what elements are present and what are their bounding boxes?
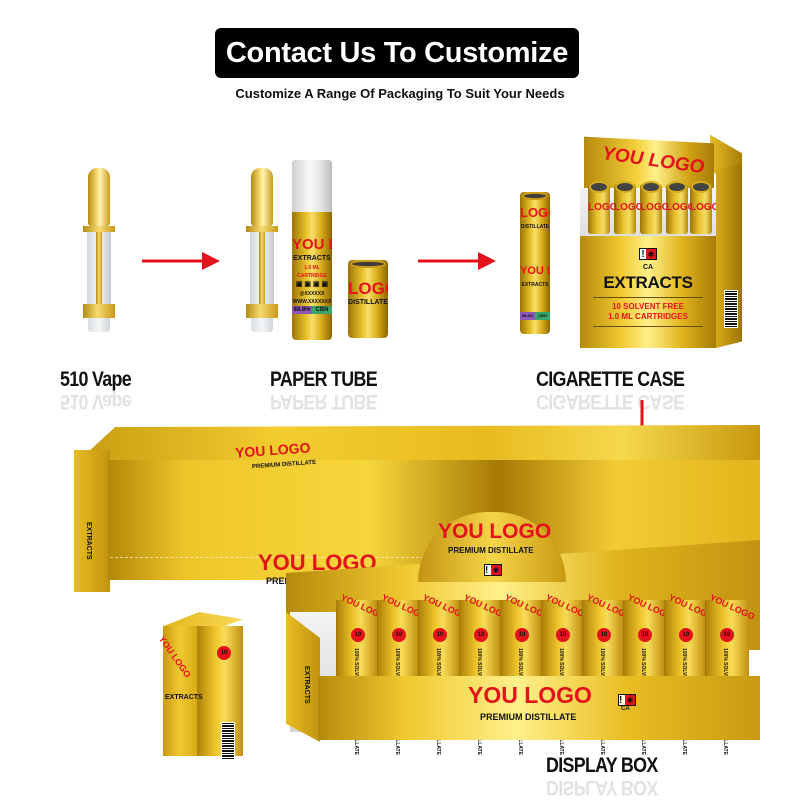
- display-box-side: EXTRACTS: [286, 612, 320, 742]
- thc-badge: 88.8%: [520, 312, 535, 320]
- shipping-side-text: EXTRACTS: [85, 522, 92, 560]
- cannabis-warning-icon: !✱: [639, 248, 657, 260]
- shipping-box-side: [74, 450, 110, 592]
- tube-logo-text: LOGO: [520, 205, 550, 220]
- tube-handle-text: @XXXXXX: [299, 291, 325, 297]
- tube-extracts-text: EXTRACTS: [293, 255, 331, 262]
- tube-website-text: WWW.XXXXXXX: [292, 299, 332, 305]
- vape-cartridge-image: [245, 168, 279, 332]
- display-front-logo: YOU LOGO: [468, 682, 592, 708]
- case-extracts-text: EXTRACTS: [603, 273, 693, 292]
- tube-logo-text: YOU LOGO: [292, 236, 332, 253]
- display-front-ca: CA: [621, 706, 630, 712]
- paper-tube-small: LOGO DISTILLATE: [348, 260, 388, 338]
- shipping-box-lid: [74, 425, 760, 465]
- vape-cartridge-image: [82, 168, 116, 332]
- paper-tube-assembled: LOGO DISTILLATE YOU LOGO EXTRACTS 88.8% …: [520, 192, 550, 334]
- tube-logo-text: YOU LOGO: [520, 265, 550, 277]
- step-label-paper-tube: PAPER TUBE: [270, 368, 378, 392]
- barcode-icon: [221, 722, 235, 760]
- cbd-badge: CBN: [312, 306, 332, 314]
- case-line-2: 1.0 ML CARTRIDGES: [608, 312, 688, 321]
- step-label-display-box: DISPLAY BOX: [546, 754, 658, 778]
- social-icons: ▣ ▣ ▣ ▣: [295, 281, 329, 288]
- barcode-icon: [724, 290, 738, 328]
- single-pack-image: YOU LOGO 10 EXTRACTS: [157, 612, 243, 760]
- display-arch-sub: PREMIUM DISTILLATE: [448, 546, 534, 555]
- subtitle: Customize A Range Of Packaging To Suit Y…: [235, 86, 565, 101]
- tube-sub-text: DISTILLATE: [520, 224, 550, 230]
- small-tube-sub-text: DISTILLATE: [348, 299, 388, 306]
- small-tube-logo-text: LOGO: [348, 279, 388, 298]
- pack-count-badge: 10: [217, 646, 231, 660]
- display-arch-logo: YOU LOGO: [438, 520, 552, 543]
- case-lid-logo: YOU LOGO: [601, 143, 706, 179]
- thc-badge: 88.8%: [292, 306, 312, 314]
- tube-cartridge-text: 1.0 ML CARTRIDGE: [297, 265, 327, 279]
- contact-us-banner[interactable]: Contact Us To Customize: [215, 28, 579, 78]
- step-label-510-vape: 510 Vape: [60, 368, 132, 392]
- display-front-sub: PREMIUM DISTILLATE: [480, 712, 577, 722]
- case-line-1: 10 SOLVENT FREE: [612, 302, 684, 311]
- cannabis-warning-icon: !✱: [484, 564, 502, 576]
- paper-tube-large: YOU LOGO EXTRACTS 1.0 ML CARTRIDGE ▣ ▣ ▣…: [292, 160, 332, 340]
- tube-extracts-text: EXTRACTS: [521, 282, 549, 288]
- display-box-header: YOU LOGO PREMIUM DISTILLATE !✱: [418, 512, 566, 582]
- arrow-right-icon: [142, 252, 220, 270]
- step-label-cigarette-case: CIGARETTE CASE: [536, 368, 685, 392]
- cannabis-warning-icon: !✱: [618, 694, 636, 706]
- pack-extracts: EXTRACTS: [165, 694, 203, 701]
- cigarette-case-image: YOU LOGO LOGO LOGO LOGO LOGO LOGO !✱ CA …: [580, 134, 760, 360]
- display-box-front: YOU LOGO PREMIUM DISTILLATE !✱ CA: [318, 676, 760, 740]
- cbd-badge: CBN: [535, 312, 550, 320]
- arrow-right-icon: [418, 252, 496, 270]
- case-ca-label: CA: [642, 264, 654, 271]
